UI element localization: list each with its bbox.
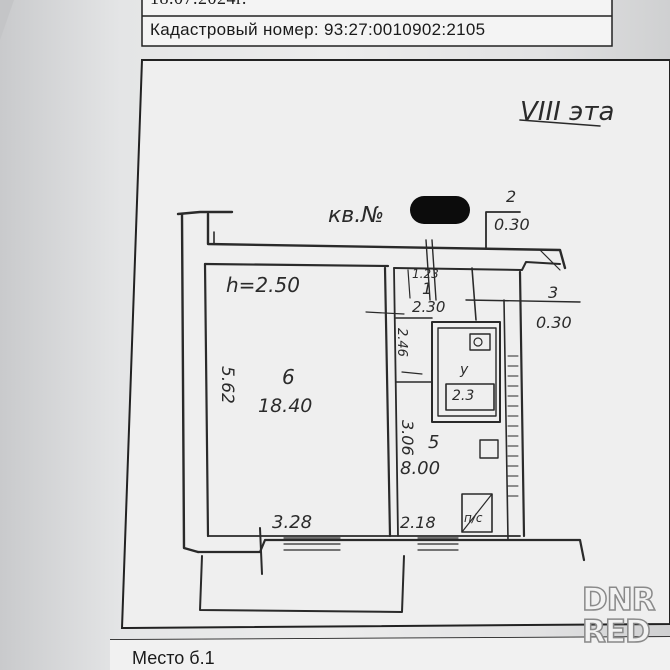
footer-text: Место б.1 [132,648,215,668]
room3-area: 0.30 [536,313,572,332]
watermark-line2: RED [581,614,651,650]
toilet-label: у [459,362,469,378]
room4-area: 2.3 [452,388,474,404]
room6-length: 5.62 [217,366,237,404]
room2-number: 2 [506,187,516,206]
redaction-mark [410,196,470,224]
room6-area: 18.40 [258,395,312,417]
hall-width: 1.23 [412,267,439,281]
room3-number: 3 [548,283,558,302]
room5-width: 2.18 [400,513,436,532]
room5-length: 3.06 [398,420,417,456]
cadastral-number: Кадастровый номер: 93:27:0010902:2105 [150,20,486,39]
room5-number: 5 [428,432,439,453]
ceiling-height: h=2.50 [226,273,300,297]
room1-number: 1 [422,279,432,298]
room5-area: 8.00 [400,458,440,479]
watermark-logo: DNR RED [581,582,662,658]
hall-length: 2.46 [394,328,409,357]
room6-width: 3.28 [272,512,312,533]
floor-label: VIII эта [520,97,614,127]
room6-number: 6 [282,365,295,389]
room1-area: 2.30 [412,298,445,316]
watermark-line1: DNR [581,582,656,618]
date-text: 18.07.2024г. [150,0,247,9]
stove-label: п/с [464,511,483,525]
room2-area: 0.30 [494,215,530,234]
apartment-label: кв.№ [328,203,384,228]
